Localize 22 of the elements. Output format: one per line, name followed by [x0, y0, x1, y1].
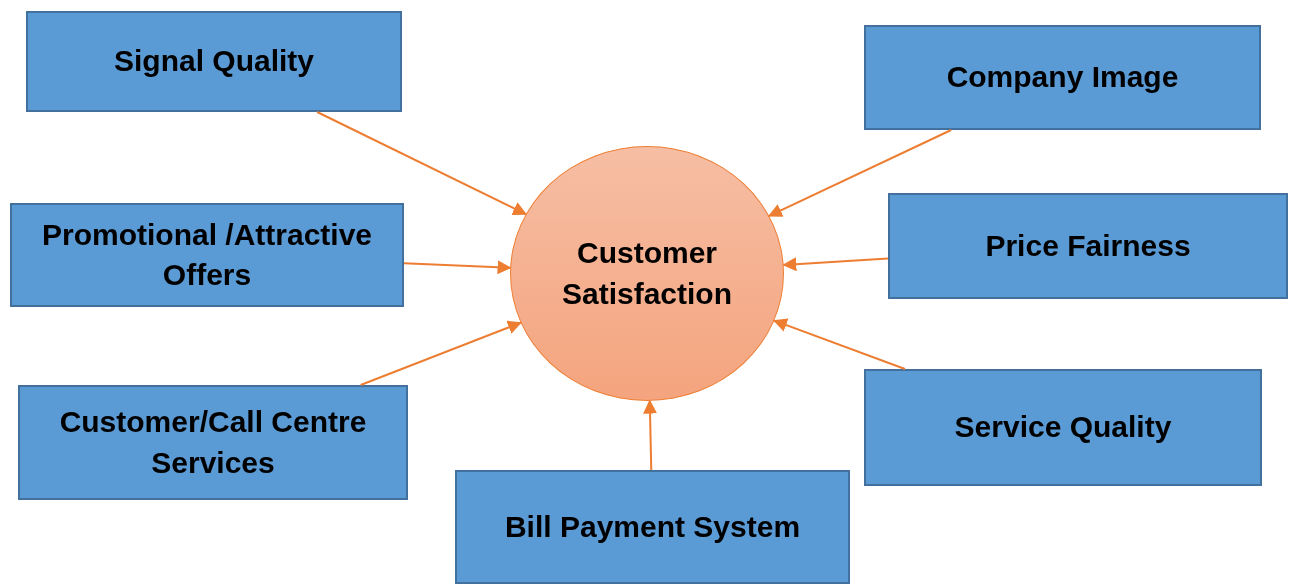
arrow — [359, 320, 522, 386]
node-label: Customer Satisfaction — [560, 235, 733, 312]
factor-box — [18, 385, 408, 500]
arrow — [316, 111, 527, 216]
factor-box — [864, 25, 1261, 130]
factor-box — [864, 369, 1262, 486]
arrow — [773, 318, 906, 370]
factor-box — [455, 470, 850, 584]
node-label: Signal Quality — [113, 43, 314, 80]
node-label: Price Fairness — [985, 227, 1191, 264]
arrow — [767, 129, 953, 217]
arrow — [643, 399, 658, 471]
factor-box — [26, 11, 402, 112]
node-label: Bill Payment System — [504, 508, 801, 545]
node-label: Service Quality — [954, 409, 1172, 446]
factor-box — [888, 193, 1288, 299]
node-label: Promotional /Attractive Offers — [40, 216, 374, 293]
node-label: Customer/Call Centre Services — [58, 404, 368, 481]
factor-box — [10, 203, 404, 307]
arrow — [403, 260, 512, 275]
arrow — [782, 257, 889, 272]
node-label: Company Image — [946, 59, 1179, 96]
